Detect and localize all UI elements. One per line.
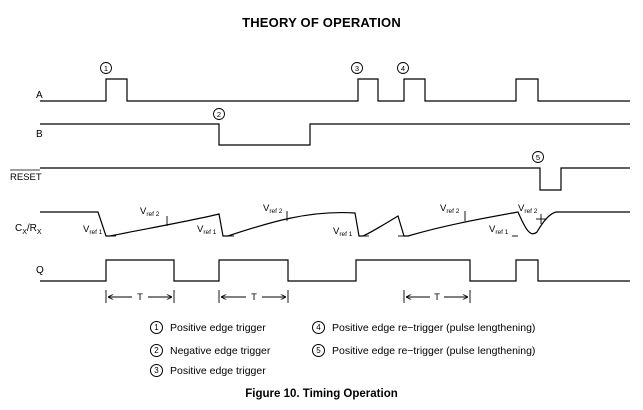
marker-2: 2 xyxy=(213,108,225,120)
vref2-label-d: Vref 2 xyxy=(518,203,538,215)
legend-text-1: Positive edge trigger xyxy=(170,321,266,334)
waveform-reset xyxy=(40,167,630,191)
legend-item-4: 4 Positive edge re−trigger (pulse length… xyxy=(312,321,535,334)
waveform-q xyxy=(40,259,630,282)
legend-number-3: 3 xyxy=(150,364,163,377)
legend-text-2: Negative edge trigger xyxy=(170,344,271,357)
vref1-label-b: Vref 1 xyxy=(197,224,217,236)
legend-item-2: 2 Negative edge trigger xyxy=(150,344,270,357)
legend-text-4: Positive edge re−trigger (pulse lengthen… xyxy=(332,321,536,334)
vref2-label-b: Vref 2 xyxy=(263,203,283,215)
vref1-label-d: Vref 1 xyxy=(489,224,509,236)
marker-4: 4 xyxy=(397,62,409,74)
legend-number-4: 4 xyxy=(312,321,325,334)
marker-5: 5 xyxy=(532,151,544,163)
vref2-label-a: Vref 2 xyxy=(140,206,160,218)
signal-label-reset: RESET xyxy=(10,172,42,183)
svg-text:1: 1 xyxy=(104,64,108,73)
signal-label-cxrx: CX/RX xyxy=(15,223,42,236)
signal-label-a: A xyxy=(36,90,43,101)
vref2-label-c: Vref 2 xyxy=(440,203,460,215)
waveform-b xyxy=(40,123,630,146)
figure-caption: Figure 10. Timing Operation xyxy=(245,388,398,400)
svg-text:4: 4 xyxy=(401,64,405,73)
svg-text:5: 5 xyxy=(536,153,540,162)
period-label-1: T xyxy=(137,292,143,303)
legend-number-2: 2 xyxy=(150,344,163,357)
diagram-title: THEORY OF OPERATION xyxy=(242,15,401,30)
vref1-label-c: Vref 1 xyxy=(333,226,353,238)
svg-text:3: 3 xyxy=(355,64,359,73)
waveform-cxrx xyxy=(40,211,630,237)
legend-item-3: 3 Positive edge trigger xyxy=(150,364,266,377)
signal-label-q: Q xyxy=(36,265,44,276)
marker-3: 3 xyxy=(351,62,363,74)
legend-number-1: 1 xyxy=(150,321,163,334)
marker-1: 1 xyxy=(100,62,112,74)
legend-number-5: 5 xyxy=(312,344,325,357)
legend-item-1: 1 Positive edge trigger xyxy=(150,321,266,334)
waveform-a xyxy=(40,78,630,102)
signal-label-b: B xyxy=(36,129,43,140)
svg-text:2: 2 xyxy=(217,110,221,119)
period-label-3: T xyxy=(434,292,440,303)
legend-item-5: 5 Positive edge re−trigger (pulse length… xyxy=(312,344,535,357)
period-label-2: T xyxy=(251,292,257,303)
legend-text-3: Positive edge trigger xyxy=(170,364,266,377)
vref1-label-a: Vref 1 xyxy=(83,224,103,236)
legend-text-5: Positive edge re−trigger (pulse lengthen… xyxy=(332,344,536,357)
